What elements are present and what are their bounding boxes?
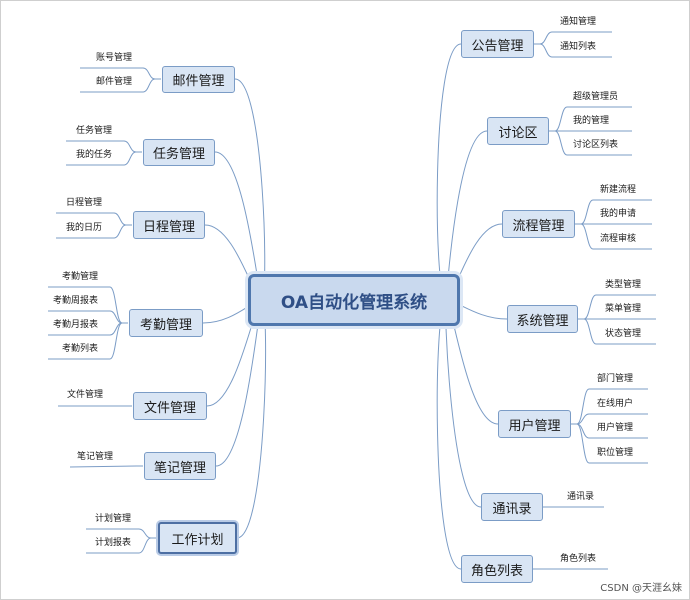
node-note[interactable]: 笔记管理 [144, 452, 216, 480]
leaf-line-right-2-2 [580, 223, 652, 250]
leaf-account-mgmt[interactable]: 账号管理 [96, 53, 133, 63]
leaf-position-mgmt[interactable]: 职位管理 [597, 448, 634, 458]
node-role-list[interactable]: 角色列表 [461, 555, 533, 583]
node-label: 通讯录 [492, 501, 532, 517]
leaf-line-right-2-0 [580, 199, 652, 225]
node-task[interactable]: 任务管理 [143, 139, 215, 166]
leaf-file-mgmt[interactable]: 文件管理 [67, 390, 104, 400]
leaf-plan-mgmt[interactable]: 计划管理 [95, 514, 132, 524]
node-contacts[interactable]: 通讯录 [481, 493, 543, 521]
leaf-line-right-3-2 [583, 318, 656, 345]
leaf-my-calendar[interactable]: 我的日历 [66, 223, 103, 233]
leaf-line-right-1-2 [554, 130, 632, 156]
node-label: 角色列表 [470, 563, 523, 579]
leaf-attendance-mgmt[interactable]: 考勤管理 [62, 272, 99, 282]
edge-right-5 [445, 299, 482, 508]
node-label: 公告管理 [471, 38, 524, 54]
leaf-note-mgmt[interactable]: 笔记管理 [77, 452, 114, 462]
leaf-mail-mgmt[interactable]: 邮件管理 [96, 77, 133, 87]
leaf-line-left-2-0 [56, 212, 127, 226]
node-label: 邮件管理 [172, 74, 225, 89]
leaf-super-admin[interactable]: 超级管理员 [573, 92, 619, 102]
root-node[interactable]: OA自动化管理系统 [248, 274, 460, 326]
leaf-notice-list[interactable]: 通知列表 [560, 42, 597, 52]
leaf-line-right-0-1 [539, 43, 612, 58]
leaf-role-list[interactable]: 角色列表 [560, 554, 597, 564]
leaf-my-mgmt[interactable]: 我的管理 [573, 116, 610, 126]
leaf-line-left-2-1 [56, 224, 127, 239]
node-attendance[interactable]: 考勤管理 [129, 309, 203, 337]
leaf-status-mgmt[interactable]: 状态管理 [605, 329, 642, 339]
node-label: 笔记管理 [153, 460, 206, 476]
node-label: 任务管理 [152, 147, 205, 162]
leaf-plan-report[interactable]: 计划报表 [95, 538, 132, 548]
node-announcement[interactable]: 公告管理 [461, 30, 534, 58]
leaf-attendance-weekly[interactable]: 考勤周报表 [53, 296, 99, 306]
node-label: 讨论区 [498, 125, 538, 141]
node-user[interactable]: 用户管理 [498, 410, 571, 438]
leaf-line-left-3-3 [48, 322, 123, 360]
leaf-notice-mgmt[interactable]: 通知管理 [560, 17, 597, 27]
leaf-my-task[interactable]: 我的任务 [76, 150, 113, 160]
watermark: CSDN @天涯幺妹 [600, 583, 682, 594]
node-system[interactable]: 系统管理 [507, 305, 578, 333]
leaf-workflow-review[interactable]: 流程审核 [600, 234, 637, 244]
node-schedule[interactable]: 日程管理 [133, 211, 205, 239]
leaf-line-right-4-3 [576, 423, 648, 464]
node-label: 流程管理 [512, 218, 565, 234]
node-mail[interactable]: 邮件管理 [162, 66, 235, 93]
leaf-discussion-list[interactable]: 讨论区列表 [573, 140, 619, 150]
node-label: 工作计划 [171, 532, 224, 548]
node-discussion[interactable]: 讨论区 [487, 117, 549, 145]
leaf-line-left-3-1 [48, 310, 123, 324]
leaf-attendance-monthly[interactable]: 考勤月报表 [53, 320, 99, 330]
leaf-line-left-3-0 [48, 286, 123, 324]
leaf-line-left-1-0 [66, 140, 137, 153]
leaf-schedule-mgmt[interactable]: 日程管理 [66, 198, 103, 208]
edge-right-0 [436, 43, 462, 301]
leaf-task-mgmt[interactable]: 任务管理 [76, 126, 113, 136]
node-label: 用户管理 [508, 418, 561, 434]
leaf-attendance-list[interactable]: 考勤列表 [62, 344, 99, 354]
node-label: 系统管理 [516, 313, 569, 329]
leaf-line-right-4-0 [576, 388, 648, 425]
leaf-menu-mgmt[interactable]: 菜单管理 [605, 304, 642, 314]
leaf-line-left-6-1 [86, 537, 152, 554]
leaf-line-right-3-0 [583, 294, 656, 320]
leaf-my-application[interactable]: 我的申请 [600, 209, 637, 219]
leaf-online-users[interactable]: 在线用户 [597, 399, 634, 409]
leaf-line-left-0-0 [80, 67, 156, 80]
leaf-line-left-0-1 [80, 78, 156, 93]
node-file[interactable]: 文件管理 [133, 392, 207, 420]
leaf-line-right-4-1 [576, 413, 648, 425]
leaf-dept-mgmt[interactable]: 部门管理 [597, 374, 634, 384]
leaf-user-mgmt[interactable]: 用户管理 [597, 423, 634, 433]
leaf-line-left-6-0 [86, 528, 152, 539]
node-label: 考勤管理 [139, 317, 192, 333]
leaf-type-mgmt[interactable]: 类型管理 [605, 280, 642, 290]
node-work-plan[interactable]: 工作计划 [158, 522, 237, 554]
leaf-contacts[interactable]: 通讯录 [567, 492, 595, 502]
node-label: 日程管理 [142, 219, 195, 235]
node-workflow[interactable]: 流程管理 [502, 210, 575, 238]
leaf-line-right-1-0 [554, 106, 632, 132]
leaf-line-left-5-0 [69, 465, 138, 468]
node-label: 文件管理 [143, 400, 196, 416]
leaf-new-workflow[interactable]: 新建流程 [600, 185, 637, 195]
leaf-line-left-1-1 [66, 151, 137, 166]
leaf-line-right-0-0 [539, 31, 612, 45]
